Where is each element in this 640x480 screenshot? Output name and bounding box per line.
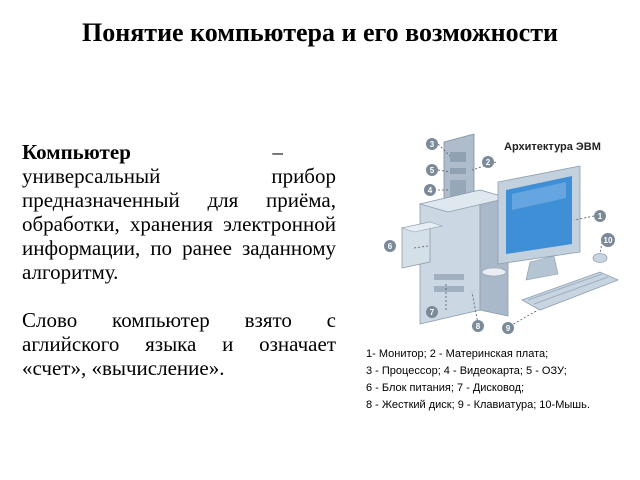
definition-term: Компьютер xyxy=(22,140,131,164)
page-title: Понятие компьютера и его возможности xyxy=(82,18,558,47)
svg-text:2: 2 xyxy=(486,158,491,167)
callout-8: 8 xyxy=(472,320,484,332)
svg-text:1: 1 xyxy=(598,212,603,221)
callout-9: 9 xyxy=(502,322,514,334)
callout-4: 4 xyxy=(424,184,436,196)
svg-text:10: 10 xyxy=(604,236,613,245)
definition-paragraph: Компьютер – универсальный прибор предназн… xyxy=(22,140,336,284)
callout-1: 1 xyxy=(594,210,606,222)
definition-text-block: Компьютер – универсальный прибор предназн… xyxy=(22,140,336,380)
callout-5: 5 xyxy=(426,164,438,176)
callout-6: 6 xyxy=(384,240,396,252)
svg-text:8: 8 xyxy=(476,322,481,331)
keyboard xyxy=(521,271,620,311)
svg-text:4: 4 xyxy=(428,186,433,195)
system-unit xyxy=(418,189,510,325)
definition-dash: – xyxy=(272,140,283,164)
callout-3: 3 xyxy=(426,138,438,150)
legend-line: 6 - Блок питания; 7 - Дисковод; xyxy=(366,382,525,394)
mouse xyxy=(592,253,608,263)
svg-text:7: 7 xyxy=(430,308,435,317)
legend-line: 1- Монитор; 2 - Материнская плата; xyxy=(366,348,549,360)
svg-text:9: 9 xyxy=(506,324,511,333)
svg-text:6: 6 xyxy=(388,242,393,251)
diagram-legend: 1- Монитор; 2 - Материнская плата; 3 - П… xyxy=(366,346,634,414)
computer-architecture-diagram: Архитектура ЭВМ xyxy=(362,124,634,342)
svg-text:5: 5 xyxy=(430,166,435,175)
callout-10: 10 xyxy=(601,233,615,247)
diagram-title: Архитектура ЭВМ xyxy=(504,141,601,153)
legend-line: 3 - Процессор; 4 - Видеокарта; 5 - ОЗУ; xyxy=(366,365,567,377)
callout-2: 2 xyxy=(482,156,494,168)
monitor xyxy=(497,165,581,281)
architecture-illustration: Архитектура ЭВМ xyxy=(384,133,620,334)
callout-7: 7 xyxy=(426,306,438,318)
origin-paragraph: Слово компьютер взято с аглийского языка… xyxy=(22,308,336,380)
power-supply xyxy=(400,221,444,269)
svg-text:3: 3 xyxy=(430,140,435,149)
legend-line: 8 - Жесткий диск; 9 - Клавиатура; 10-Мыш… xyxy=(366,399,590,411)
definition-body: универсальный прибор предназначенный для… xyxy=(22,164,336,284)
